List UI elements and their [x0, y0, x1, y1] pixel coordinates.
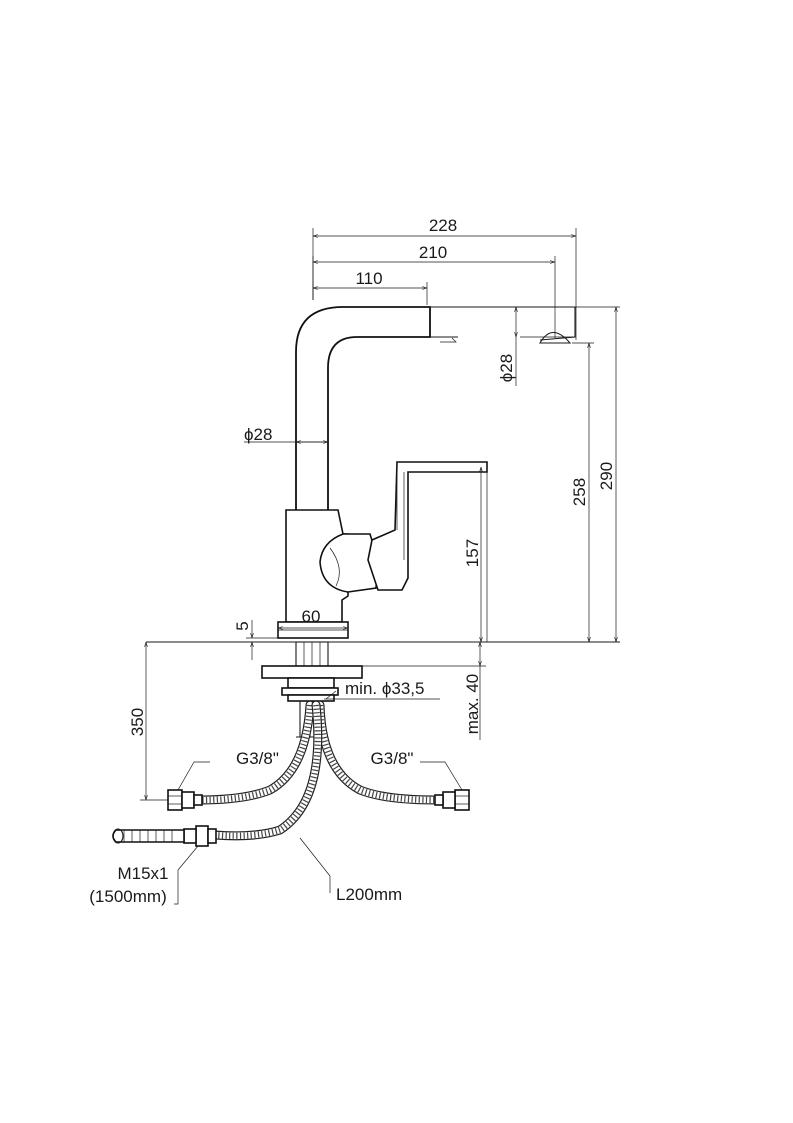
label-pipe-diameter: ϕ28 [244, 425, 272, 444]
label-shower-thread: M15x1 [117, 864, 168, 883]
label-hole-diameter: min. ϕ33,5 [345, 679, 424, 698]
right-fitting [434, 789, 470, 811]
label-210: 210 [419, 243, 447, 262]
label-110: 110 [355, 269, 382, 288]
label-spout-diameter: ϕ28 [497, 354, 516, 382]
label-max-deck: max. 40 [463, 674, 482, 734]
dim-110 [312, 282, 428, 305]
lever-joint [319, 533, 379, 593]
label-258: 258 [570, 478, 589, 506]
dim-350 [140, 642, 168, 801]
label-228: 228 [429, 216, 457, 235]
leaders [174, 761, 463, 905]
dim-hole-diameter [324, 690, 440, 700]
faucet-body [277, 306, 576, 639]
label-left-thread: G3/8" [236, 749, 279, 768]
lever-handle [367, 461, 488, 591]
dim-157 [481, 467, 488, 642]
pullout-head [430, 306, 576, 341]
label-5: 5 [233, 621, 252, 630]
dim-60 [277, 622, 349, 634]
label-hose-length: L200mm [336, 885, 402, 904]
label-60: 60 [302, 607, 321, 626]
label-shower-length: (1500mm) [89, 887, 166, 906]
dim-258 [572, 342, 594, 642]
label-290: 290 [597, 462, 616, 490]
shower-fitting [112, 825, 217, 847]
label-157: 157 [463, 539, 482, 567]
dim-max-deck [362, 642, 486, 740]
dim-210 [312, 256, 556, 338]
spray-nozzle [539, 331, 572, 344]
mounting-hardware [261, 641, 363, 738]
dim-290 [575, 306, 620, 642]
dim-5 [246, 620, 278, 660]
hoses [112, 700, 470, 847]
label-350: 350 [128, 708, 147, 736]
dim-spout-diameter [516, 306, 575, 386]
left-fitting [167, 789, 203, 811]
label-right-thread: G3/8" [371, 749, 414, 768]
spout-pipe [295, 306, 431, 512]
